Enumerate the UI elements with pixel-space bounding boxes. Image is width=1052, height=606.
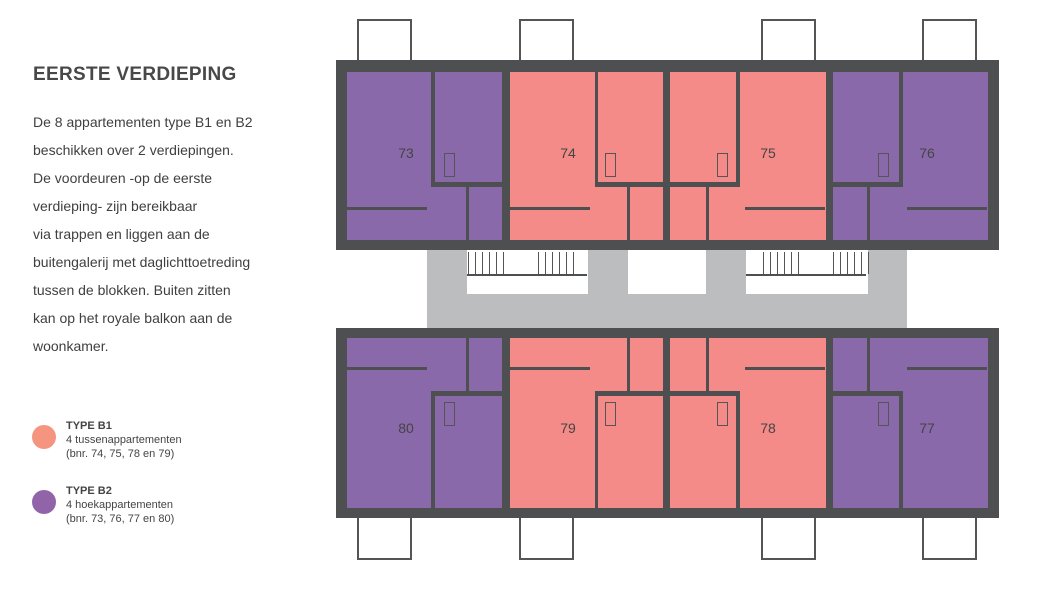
stairs (763, 252, 799, 274)
room (670, 396, 736, 508)
room (427, 338, 502, 391)
page-title: EERSTE VERDIEPING (33, 64, 237, 85)
balcony (922, 517, 977, 560)
stairs (468, 252, 504, 274)
fixture-icon (717, 402, 728, 426)
interior-wall (745, 367, 825, 370)
interior-wall (867, 338, 870, 391)
interior-wall (867, 187, 870, 240)
unit-number-79: 79 (560, 420, 576, 436)
interior-wall (627, 338, 630, 391)
room (427, 187, 502, 240)
description-line: woonkamer. (33, 338, 109, 354)
interior-wall (347, 207, 427, 210)
balcony (519, 19, 574, 61)
unit-79-living (510, 338, 595, 508)
fixture-icon (878, 402, 889, 426)
room (435, 396, 502, 508)
description-line: kan op het royale balkon aan de (33, 310, 233, 326)
interior-wall (746, 274, 866, 276)
type-b2-swatch (32, 490, 56, 514)
balcony (761, 19, 816, 61)
stairs (538, 252, 574, 274)
unit-77-living (903, 338, 988, 508)
room (670, 72, 736, 182)
description-line: buitengalerij met daglichttoetreding (33, 254, 251, 270)
legend-line: (bnr. 74, 75, 78 en 79) (66, 448, 175, 460)
room (435, 72, 502, 182)
fixture-icon (444, 402, 455, 426)
unit-number-75: 75 (760, 145, 776, 161)
interior-wall (466, 187, 469, 240)
room (589, 187, 663, 240)
unit-number-73: 73 (398, 145, 414, 161)
legend-line: (bnr. 73, 76, 77 en 80) (66, 513, 175, 525)
interior-wall (706, 338, 709, 391)
interior-wall (907, 207, 987, 210)
fixture-icon (605, 402, 616, 426)
interior-wall (467, 274, 587, 276)
unit-number-74: 74 (560, 145, 576, 161)
type-b1-swatch (32, 425, 56, 449)
legend-line: 4 hoekappartementen (66, 499, 174, 511)
unit-80-living (347, 338, 431, 508)
interior-wall (745, 207, 825, 210)
unit-78-living (740, 338, 826, 508)
unit-number-78: 78 (760, 420, 776, 436)
unit-number-80: 80 (398, 420, 414, 436)
interior-wall (907, 367, 987, 370)
balcony (922, 19, 977, 61)
description-line: via trappen en liggen aan de (33, 226, 210, 242)
description-line: De 8 appartementen type B1 en B2 (33, 114, 253, 130)
description-line: verdieping- zijn bereikbaar (33, 198, 198, 214)
interior-wall (706, 187, 709, 240)
balcony (519, 517, 574, 560)
description-line: beschikken over 2 verdiepingen. (33, 142, 234, 158)
fixture-icon (605, 153, 616, 177)
description: De 8 appartementen type B1 en B2 beschik… (33, 108, 252, 360)
room (833, 187, 907, 240)
unit-number-77: 77 (919, 420, 935, 436)
unit-75-living (740, 72, 826, 240)
stairs (833, 252, 869, 274)
fixture-icon (717, 153, 728, 177)
fixture-icon (878, 153, 889, 177)
room (833, 396, 899, 508)
void (628, 250, 706, 294)
interior-wall (347, 367, 427, 370)
unit-76-living (903, 72, 988, 240)
room (833, 72, 899, 182)
unit-number-76: 76 (919, 145, 935, 161)
legend-title: TYPE B2 (66, 485, 112, 497)
balcony (761, 517, 816, 560)
unit-73-living (347, 72, 431, 240)
balcony (357, 517, 412, 560)
room (598, 396, 663, 508)
description-line: tussen de blokken. Buiten zitten (33, 282, 231, 298)
balcony (357, 19, 412, 61)
room (598, 72, 663, 182)
legend-line: 4 tussenappartementen (66, 434, 182, 446)
legend-title: TYPE B1 (66, 420, 112, 432)
interior-wall (627, 187, 630, 240)
room (833, 338, 907, 391)
interior-wall (466, 338, 469, 391)
interior-wall (510, 207, 590, 210)
unit-74-living (510, 72, 595, 240)
fixture-icon (444, 153, 455, 177)
interior-wall (510, 367, 590, 370)
description-line: De voordeuren -op de eerste (33, 170, 212, 186)
room (589, 338, 663, 391)
